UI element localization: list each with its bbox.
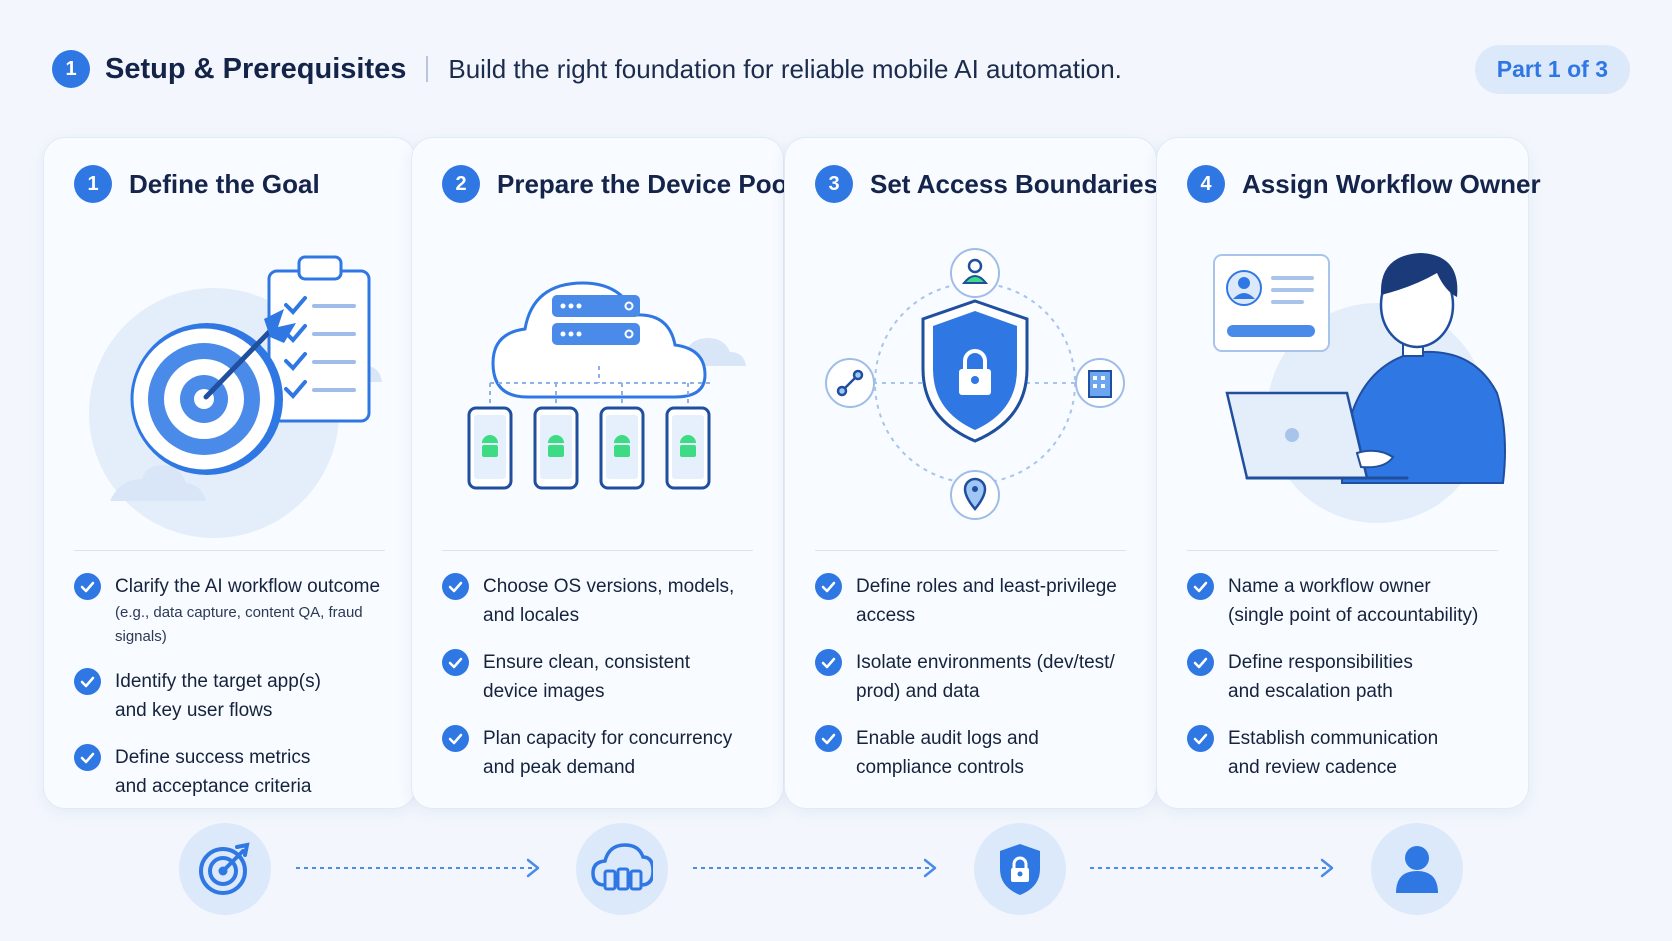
shield-lock-icon bbox=[825, 248, 1125, 520]
target-checklist-icon bbox=[89, 255, 382, 538]
person-laptop-icon bbox=[1213, 253, 1506, 523]
bullet-text: Plan capacity for concurrency bbox=[483, 728, 733, 749]
list-item: Define responsibilities and escalation pa… bbox=[1187, 648, 1518, 706]
bullet-text: Ensure clean, consistent bbox=[483, 652, 691, 673]
list-item: Establish communication and review cadenc… bbox=[1187, 724, 1518, 782]
target-icon bbox=[199, 842, 250, 895]
check-icon bbox=[1187, 725, 1214, 752]
bullet-list: Clarify the AI workflow outcome (e.g., da… bbox=[74, 572, 405, 819]
bullet-text: Define responsibilities bbox=[1228, 652, 1413, 673]
check-icon bbox=[815, 649, 842, 676]
bullet-text: compliance controls bbox=[856, 757, 1024, 778]
bullet-text: and escalation path bbox=[1228, 681, 1393, 702]
flow-arrow bbox=[1090, 858, 1334, 878]
list-item: Name a workflow owner (single point of ac… bbox=[1187, 572, 1518, 630]
card-title: Prepare the Device Pool bbox=[497, 168, 795, 199]
bullet-note: (e.g., data capture, content QA, fraud s… bbox=[115, 604, 363, 645]
bullet-text: device images bbox=[483, 681, 605, 702]
list-item: Enable audit logs and compliance controls bbox=[815, 724, 1146, 782]
list-item: Define success metrics and acceptance cri… bbox=[74, 743, 405, 801]
bullet-text: Enable audit logs and bbox=[856, 728, 1039, 749]
page-subtitle: Build the right foundation for reliable … bbox=[448, 53, 1122, 84]
flow-arrow bbox=[693, 858, 937, 878]
card-divider bbox=[74, 550, 385, 551]
card-header: 3 Set Access Boundaries bbox=[815, 165, 1158, 203]
flow-step-access bbox=[974, 823, 1066, 915]
list-item: Choose OS versions, models, and locales bbox=[442, 572, 773, 630]
check-icon bbox=[442, 573, 469, 600]
bullet-list: Choose OS versions, models, and locales E… bbox=[442, 572, 773, 800]
bullet-text: Name a workflow owner bbox=[1228, 576, 1431, 597]
check-icon bbox=[1187, 573, 1214, 600]
bullet-text: Establish communication bbox=[1228, 728, 1439, 749]
list-item: Ensure clean, consistent device images bbox=[442, 648, 773, 706]
step-card-device-pool: 2 Prepare the Device Pool bbox=[411, 137, 795, 809]
step-number-badge: 3 bbox=[815, 165, 853, 203]
check-icon bbox=[442, 649, 469, 676]
bullet-list: Name a workflow owner (single point of ac… bbox=[1187, 572, 1518, 800]
card-divider bbox=[1187, 550, 1498, 551]
title-separator bbox=[426, 56, 429, 82]
step-number-badge: 1 bbox=[74, 165, 112, 203]
step-number-badge: 4 bbox=[1187, 165, 1225, 203]
card-divider bbox=[442, 550, 753, 551]
check-icon bbox=[815, 725, 842, 752]
flow-arrow bbox=[296, 858, 540, 878]
check-icon bbox=[74, 573, 101, 600]
bullet-text: (single point of accountability) bbox=[1228, 605, 1479, 626]
bullet-text: Choose OS versions, models, bbox=[483, 576, 735, 597]
bullet-text: and locales bbox=[483, 605, 580, 626]
step-number-badge: 2 bbox=[442, 165, 480, 203]
bullet-text: and review cadence bbox=[1228, 757, 1397, 778]
part-indicator-badge: Part 1 of 3 bbox=[1474, 44, 1630, 94]
card-header: 2 Prepare the Device Pool bbox=[442, 165, 795, 203]
list-item: Identify the target app(s) and key user f… bbox=[74, 667, 405, 725]
card-header: 4 Assign Workflow Owner bbox=[1187, 165, 1541, 203]
bullet-text: Isolate environments (dev/test/ bbox=[856, 652, 1115, 673]
list-item: Clarify the AI workflow outcome (e.g., da… bbox=[74, 572, 405, 649]
check-icon bbox=[1187, 649, 1214, 676]
card-divider bbox=[815, 550, 1126, 551]
bullet-list: Define roles and least-privilege access I… bbox=[815, 572, 1146, 800]
list-item: Plan capacity for concurrency and peak de… bbox=[442, 724, 773, 782]
shield-lock-icon bbox=[1000, 844, 1040, 895]
card-header: 1 Define the Goal bbox=[74, 165, 405, 203]
list-item: Define roles and least-privilege access bbox=[815, 572, 1146, 630]
person-icon bbox=[1396, 846, 1438, 893]
card-title: Set Access Boundaries bbox=[870, 168, 1159, 199]
bullet-text: and key user flows bbox=[115, 700, 273, 721]
cloud-devices-icon bbox=[467, 281, 746, 490]
card-title: Define the Goal bbox=[129, 168, 320, 199]
cloud-devices-icon bbox=[591, 843, 653, 891]
bullet-text: Identify the target app(s) bbox=[115, 671, 321, 692]
check-icon bbox=[442, 725, 469, 752]
section-number-badge: 1 bbox=[52, 50, 90, 88]
step-card-access-boundaries: 3 Set Access Boundaries Define roles and… bbox=[784, 137, 1158, 809]
check-icon bbox=[74, 668, 101, 695]
card-title: Assign Workflow Owner bbox=[1242, 168, 1541, 199]
page-header: 1 Setup & Prerequisites Build the right … bbox=[52, 44, 1630, 94]
check-icon bbox=[815, 573, 842, 600]
bullet-text: and acceptance criteria bbox=[115, 776, 312, 797]
check-icon bbox=[74, 744, 101, 771]
flow-step-goal bbox=[179, 823, 271, 915]
bullet-text: Clarify the AI workflow outcome bbox=[115, 576, 381, 597]
bullet-text: Define roles and least-privilege bbox=[856, 576, 1117, 597]
flow-step-device-pool bbox=[576, 823, 668, 915]
step-card-define-goal: 1 Define the Goal Clarify the AI workflo… bbox=[43, 137, 416, 809]
flow-step-owner bbox=[1371, 823, 1463, 915]
list-item: Isolate environments (dev/test/prod) and… bbox=[815, 648, 1146, 706]
bullet-text: access bbox=[856, 605, 916, 626]
step-card-workflow-owner: 4 Assign Workflow Owner Name a workflow … bbox=[1156, 137, 1541, 809]
bullet-text: Define success metrics bbox=[115, 747, 311, 768]
bullet-text: prod) and data bbox=[856, 681, 980, 702]
bullet-text: and peak demand bbox=[483, 757, 636, 778]
page-title: Setup & Prerequisites bbox=[105, 52, 407, 85]
